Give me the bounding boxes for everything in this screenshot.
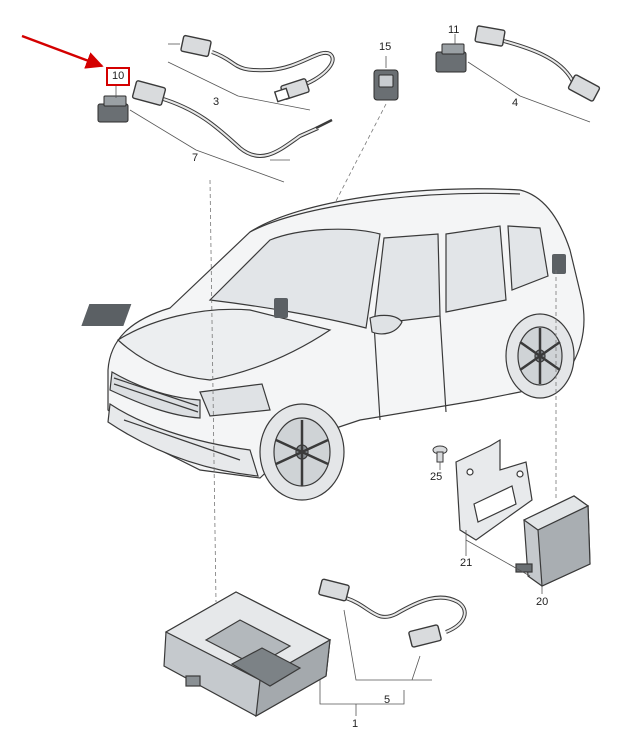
rear-module-mark: [552, 254, 566, 274]
control-unit-20[interactable]: [515, 495, 591, 587]
rear-wheel: [505, 313, 575, 399]
vehicle-outline: [107, 188, 585, 479]
label-7[interactable]: 7: [192, 152, 199, 164]
label-1[interactable]: 1: [352, 718, 359, 730]
bracket-3: [167, 61, 311, 111]
label-10[interactable]: 10: [106, 67, 131, 86]
front-module-mark: [81, 304, 132, 326]
label-20[interactable]: 20: [536, 596, 549, 608]
aux-cable-7[interactable]: [131, 80, 333, 158]
label-15[interactable]: 15: [379, 41, 392, 53]
label-21[interactable]: 21: [460, 557, 473, 569]
switch-15[interactable]: [373, 69, 399, 101]
bracket-5: [343, 609, 432, 681]
front-wheel: [259, 403, 345, 501]
highlight-arrow: [21, 34, 104, 69]
connector-11[interactable]: [435, 43, 467, 73]
usb-cable-5[interactable]: [318, 578, 467, 648]
dash-vertical-left: [209, 179, 217, 603]
usb-cable-3[interactable]: [180, 34, 335, 103]
bracket-20-21: [465, 539, 531, 577]
bracket-4: [467, 61, 591, 123]
bracket-1: [319, 680, 405, 705]
usb-cable-4[interactable]: [474, 25, 601, 102]
connector-10[interactable]: [97, 95, 129, 123]
bolt-25[interactable]: [432, 445, 448, 463]
bracket-7: [129, 109, 290, 183]
label-25[interactable]: 25: [430, 471, 443, 483]
bracket-21[interactable]: [455, 438, 533, 541]
label-11[interactable]: 11: [448, 24, 460, 36]
console-unit-1[interactable]: [163, 591, 332, 718]
label-4[interactable]: 4: [512, 97, 519, 109]
label-5[interactable]: 5: [384, 694, 391, 706]
dash-switch-mark: [274, 298, 288, 318]
label-3[interactable]: 3: [213, 96, 220, 108]
